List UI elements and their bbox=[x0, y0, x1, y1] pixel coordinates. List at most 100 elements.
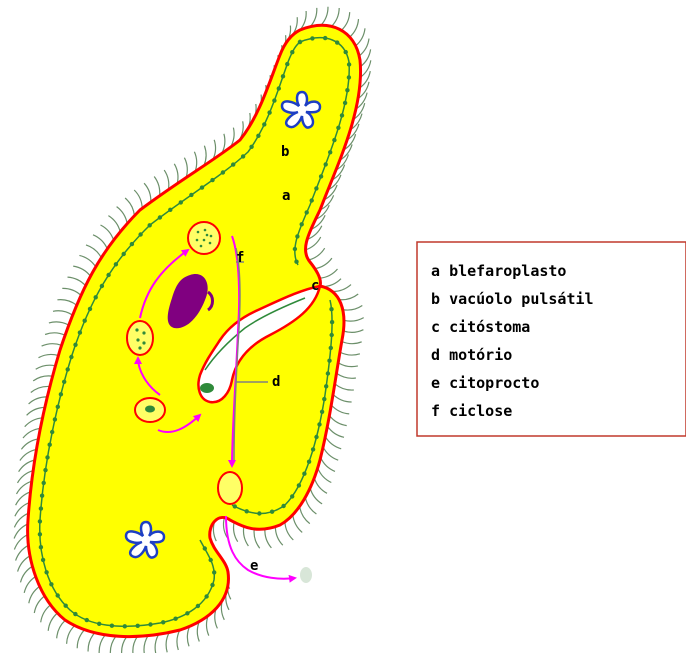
basal-body-dot bbox=[311, 447, 315, 451]
basal-body-dot bbox=[322, 397, 326, 401]
basal-body-dot bbox=[83, 319, 87, 323]
basal-body-dot bbox=[41, 558, 45, 562]
basal-body-dot bbox=[320, 410, 324, 414]
basal-body-dot bbox=[173, 617, 177, 621]
basal-body-dot bbox=[48, 443, 52, 447]
basal-body-dot bbox=[122, 252, 126, 256]
basal-body-dot bbox=[148, 622, 152, 626]
basal-body-dot bbox=[267, 110, 271, 114]
cilium bbox=[73, 266, 90, 276]
cilium bbox=[144, 183, 151, 202]
cilium bbox=[344, 318, 364, 322]
label-b: b bbox=[281, 144, 289, 160]
cilium bbox=[356, 28, 365, 46]
basal-body-dot bbox=[347, 75, 351, 79]
basal-body-dot bbox=[330, 333, 334, 337]
basal-body-dot bbox=[298, 40, 302, 44]
cilium bbox=[166, 632, 169, 652]
basal-body-dot bbox=[69, 355, 73, 359]
basal-body-dot bbox=[326, 371, 330, 375]
cilium bbox=[323, 279, 341, 287]
basal-body-dot bbox=[148, 223, 152, 227]
cilium bbox=[323, 447, 338, 460]
cilium bbox=[45, 333, 65, 335]
basal-body-dot bbox=[158, 215, 162, 219]
cilium bbox=[315, 258, 332, 269]
basal-body-dot bbox=[297, 483, 301, 487]
basal-body-dot bbox=[200, 185, 204, 189]
basal-body-dot bbox=[78, 330, 82, 334]
cilium bbox=[341, 12, 349, 30]
basal-body-dot bbox=[39, 545, 43, 549]
basal-body-dot bbox=[63, 604, 67, 608]
cilium bbox=[110, 636, 116, 653]
cilium bbox=[265, 529, 272, 548]
legend: a blefaroplasto b vacúolo pulsátil c cit… bbox=[417, 242, 686, 436]
cilium bbox=[285, 522, 293, 540]
basal-body-dot bbox=[281, 74, 285, 78]
cilium bbox=[108, 216, 120, 232]
basal-body-dot bbox=[233, 504, 237, 508]
cilium bbox=[321, 458, 335, 472]
cilium bbox=[187, 626, 189, 646]
cilium bbox=[154, 177, 160, 196]
basal-body-dot bbox=[185, 611, 189, 615]
basal-body-dot bbox=[204, 594, 208, 598]
basal-body-dot bbox=[300, 222, 304, 226]
basal-body-dot bbox=[44, 570, 48, 574]
cilium bbox=[49, 322, 69, 325]
cilium bbox=[133, 636, 138, 653]
cilium bbox=[68, 277, 86, 286]
basal-body-dot bbox=[323, 36, 327, 40]
cilium bbox=[174, 164, 178, 184]
basal-body-dot bbox=[290, 50, 294, 54]
cilium bbox=[194, 152, 196, 172]
cilium bbox=[39, 354, 59, 357]
cilium bbox=[57, 300, 76, 306]
basal-body-dot bbox=[272, 98, 276, 102]
basal-body-dot bbox=[210, 583, 214, 587]
basal-body-dot bbox=[314, 186, 318, 190]
cilium bbox=[333, 394, 352, 402]
basal-body-dot bbox=[302, 472, 306, 476]
cilium bbox=[329, 416, 346, 426]
cilium bbox=[337, 373, 356, 378]
cilium bbox=[67, 626, 75, 644]
basal-body-dot bbox=[221, 170, 225, 174]
basal-body-dot bbox=[319, 174, 323, 178]
cilium bbox=[29, 586, 40, 603]
basal-body-dot bbox=[324, 162, 328, 166]
cilium bbox=[243, 527, 248, 547]
basal-body-dot bbox=[88, 307, 92, 311]
cilium bbox=[342, 342, 362, 344]
label-d: d bbox=[272, 374, 280, 390]
cilium bbox=[197, 622, 199, 642]
cilium bbox=[134, 190, 142, 208]
cilium bbox=[275, 527, 282, 546]
legend-item-b: b vacúolo pulsátil bbox=[431, 290, 594, 308]
basal-body-dot bbox=[39, 506, 43, 510]
basal-body-dot bbox=[56, 405, 60, 409]
basal-body-dot bbox=[324, 384, 328, 388]
basal-body-dot bbox=[270, 510, 274, 514]
basal-body-dot bbox=[168, 208, 172, 212]
cilium bbox=[93, 235, 107, 249]
basal-body-dot bbox=[336, 126, 340, 130]
basal-body-dot bbox=[332, 138, 336, 142]
basal-body-dot bbox=[38, 519, 42, 523]
cilium bbox=[34, 596, 44, 613]
basal-body-dot bbox=[136, 624, 140, 628]
cilium bbox=[300, 506, 310, 523]
cilium bbox=[177, 630, 180, 650]
basal-body-dot bbox=[40, 494, 44, 498]
basal-body-dot bbox=[345, 88, 349, 92]
food-vacuole-bottom-left bbox=[135, 398, 165, 422]
basal-body-dot bbox=[100, 284, 104, 288]
basal-body-dot bbox=[343, 101, 347, 105]
cilium bbox=[343, 330, 363, 333]
basal-body-dot bbox=[285, 62, 289, 66]
basal-body-dot bbox=[189, 193, 193, 197]
basal-body-dot bbox=[138, 232, 142, 236]
basal-body-dot bbox=[310, 36, 314, 40]
basal-body-dot bbox=[262, 122, 266, 126]
